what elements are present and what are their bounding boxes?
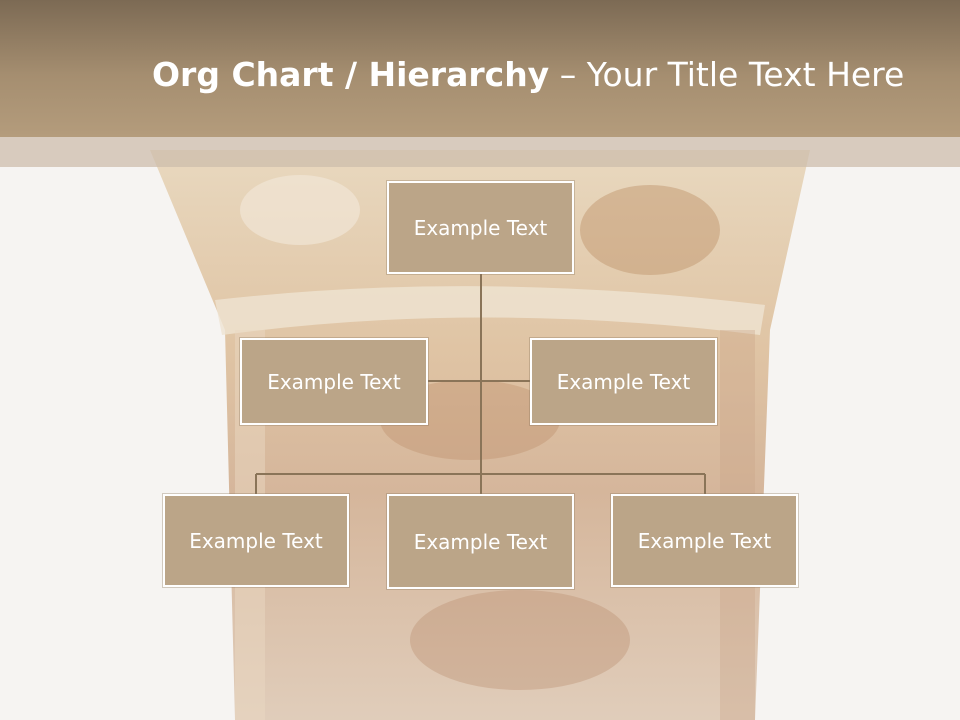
org-node-root[interactable]: Example Text bbox=[387, 181, 574, 274]
title-bold-part: Org Chart / Hierarchy bbox=[152, 55, 550, 94]
org-node-level2-right[interactable]: Example Text bbox=[611, 494, 798, 587]
org-node-level2-center[interactable]: Example Text bbox=[387, 494, 574, 589]
org-node-label: Example Text bbox=[637, 528, 772, 553]
org-node-label: Example Text bbox=[413, 215, 548, 240]
org-node-label: Example Text bbox=[556, 369, 691, 394]
org-node-label: Example Text bbox=[189, 528, 323, 553]
org-node-level2-left[interactable]: Example Text bbox=[163, 494, 349, 587]
org-node-level1-right[interactable]: Example Text bbox=[530, 338, 717, 425]
slide-title[interactable]: Org Chart / Hierarchy – Your Title Text … bbox=[152, 52, 932, 98]
org-node-label: Example Text bbox=[267, 369, 401, 394]
title-regular-part: Your Title Text Here bbox=[586, 55, 905, 94]
org-node-level1-left[interactable]: Example Text bbox=[240, 338, 428, 425]
title-bar bbox=[0, 0, 960, 137]
title-dash: – bbox=[549, 55, 587, 94]
title-divider-strip bbox=[0, 137, 960, 167]
org-node-label: Example Text bbox=[413, 529, 548, 554]
